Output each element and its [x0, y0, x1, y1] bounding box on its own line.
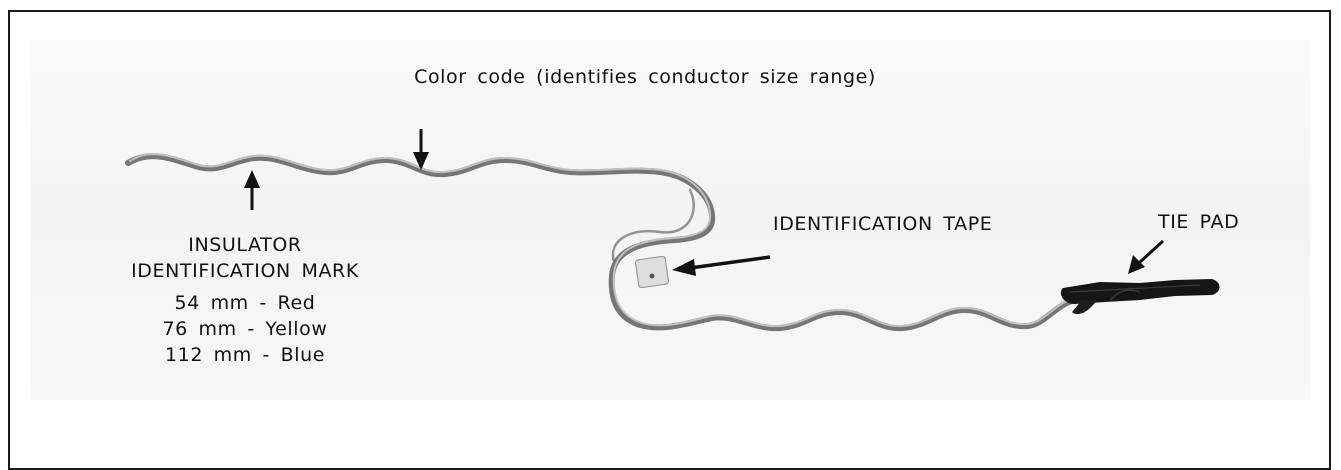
insulator-size-red: 54 mm - Red — [174, 292, 316, 314]
wire-tie-diagram — [125, 129, 1220, 332]
tie-wire-strand — [611, 188, 695, 264]
identification-tape-label: IDENTIFICATION TAPE — [773, 213, 993, 235]
insulator-title-line-1: INSULATOR — [188, 234, 302, 256]
photo-background — [30, 40, 1310, 400]
insulator-identification-block: INSULATOR IDENTIFICATION MARK 54 mm - Re… — [131, 232, 359, 368]
identification-tape-patch — [634, 255, 670, 289]
tie-wire-highlight — [129, 153, 1076, 328]
color-code-arrow — [413, 129, 429, 170]
color-code-label: Color code (identifies conductor size ra… — [414, 66, 876, 88]
tie-pad-label: TIE PAD — [1158, 211, 1240, 233]
insulator-size-blue: 112 mm - Blue — [164, 344, 326, 366]
tie-wire — [125, 153, 1078, 332]
tie-wire-shadow — [125, 153, 1078, 332]
insulator-mark-arrow — [244, 170, 260, 210]
identification-tape-arrow — [672, 255, 771, 276]
insulator-size-yellow: 76 mm - Yellow — [162, 318, 328, 340]
insulator-title-line-2: IDENTIFICATION MARK — [131, 260, 359, 282]
tie-pad-shape — [1060, 279, 1220, 315]
tie-pad-arrow — [1128, 239, 1165, 274]
